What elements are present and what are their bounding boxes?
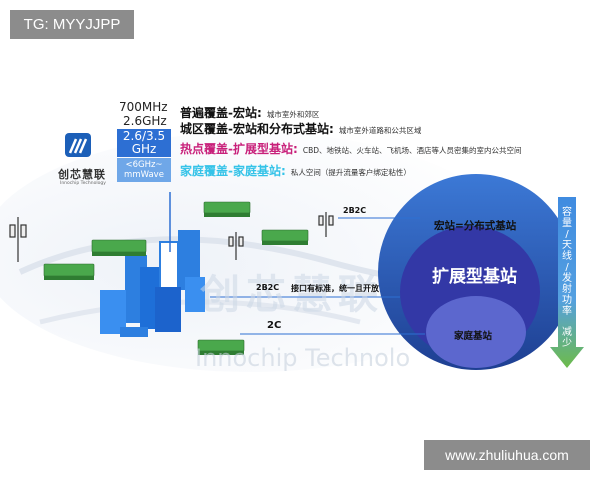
arrow-char: 射 (562, 284, 572, 295)
scene-graphic (0, 132, 584, 372)
label-2b2c-top: 2B2C (343, 206, 367, 215)
mmwave-line1: <6GHz~ (125, 160, 163, 170)
freq-box-line2: GHz (131, 142, 157, 156)
arrow-char: 量 (562, 218, 572, 229)
logo (58, 131, 98, 163)
arrow-char: 功 (562, 295, 572, 306)
label-2c: 2C (267, 320, 282, 331)
building-cluster (100, 230, 205, 337)
coverage-desc: 城市室外和郊区 (266, 110, 320, 119)
coverage-row-2: 城区覆盖-宏站和分布式基站: 城市室外道路和公共区域 (180, 118, 421, 137)
watermark-en: Innochip Technolo (195, 344, 411, 372)
arrow-char: 线 (562, 251, 572, 262)
inner-circle (426, 296, 526, 368)
freq-box-line1: 2.6/3.5 (122, 129, 166, 143)
arrow-char: 天 (562, 240, 572, 251)
arrow-char: 发 (562, 273, 572, 284)
coverage-title-b: -宏站: (228, 106, 262, 120)
arrow-char: / (565, 229, 569, 240)
arrow-text: 容 量 / 天 线 / 发 射 功 率 减 少 (561, 207, 573, 349)
coverage-title-b: -家庭基站: (228, 164, 286, 178)
coverage-row-3: 热点覆盖-扩展型基站: CBD、地铁站、火车站、飞机场、酒店等人员密集的室内公共… (180, 138, 522, 157)
coverage-title-b: -宏站和分布式基站: (228, 122, 334, 136)
circle-outer-label: 宏站=分布式基站 (434, 220, 517, 232)
label-interface: 接口有标准，统一且开放 (291, 284, 379, 293)
vertical-arrow (550, 197, 584, 368)
mmwave-box: <6GHz~ mmWave (117, 158, 171, 182)
arrow-char: 少 (562, 338, 572, 349)
coverage-title-b: -扩展型基站: (228, 142, 298, 156)
coverage-desc: CBD、地铁站、火车站、飞机场、酒店等人员密集的室内公共空间 (302, 146, 522, 155)
arrow-char: 容 (562, 207, 572, 218)
coverage-row-4: 家庭覆盖-家庭基站: 私人空间（提升流量客户绑定粘性） (180, 160, 411, 179)
coverage-title-a: 城区覆盖 (180, 122, 229, 136)
logo-name: 创芯慧联 (58, 168, 106, 181)
arrow-char: 减 (562, 327, 572, 338)
tag-badge: TG: MYYJJPP (10, 10, 134, 39)
coverage-title-a: 热点覆盖 (180, 142, 229, 156)
freq-box: 2.6/3.5 GHz (117, 129, 171, 157)
circle-inner-label: 家庭基站 (454, 331, 493, 342)
antenna-towers (9, 212, 334, 262)
freq-2600: 2.6GHz (123, 114, 167, 128)
watermark-cn: 创芯慧联 (200, 272, 384, 318)
coverage-desc: 城市室外道路和公共区域 (338, 126, 422, 135)
base-station-units (43, 201, 309, 352)
coverage-title-a: 普遍覆盖 (180, 106, 229, 120)
coverage-desc: 私人空间（提升流量客户绑定粘性） (290, 168, 411, 177)
label-2b2c-mid: 2B2C (256, 283, 280, 292)
circle-middle-label: 扩展型基站 (432, 267, 517, 287)
coverage-row-1: 普遍覆盖-宏站: 城市室外和郊区 (180, 102, 319, 121)
mmwave-line2: mmWave (124, 170, 164, 180)
logo-mark-icon (65, 133, 91, 157)
arrow-char: 率 (562, 306, 572, 317)
coverage-title-a: 家庭覆盖 (180, 164, 229, 178)
site-watermark: www.zhuliuhua.com (424, 440, 590, 470)
freq-700: 700MHz (119, 100, 168, 114)
arrow-char: / (565, 262, 569, 273)
logo-subtitle: Innochip Technology (60, 181, 106, 186)
